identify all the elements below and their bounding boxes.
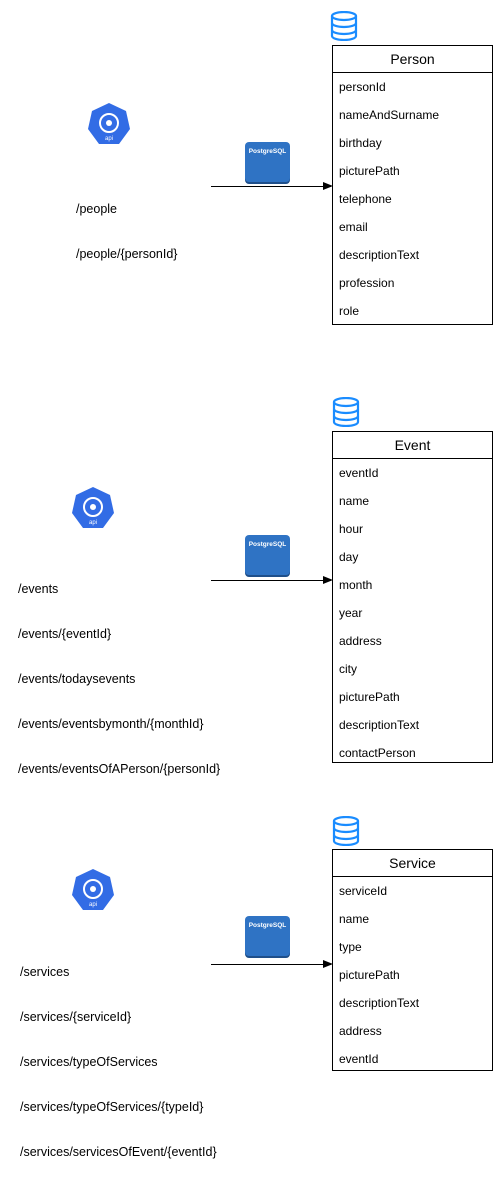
kubernetes-api-icon: api bbox=[88, 103, 130, 144]
table-event: Event eventId name hour day month year a… bbox=[332, 431, 493, 763]
table-title: Service bbox=[333, 850, 492, 877]
kubernetes-api-icon: api bbox=[72, 869, 114, 910]
route-item: /events/{eventId} bbox=[18, 627, 112, 641]
route-item: /services/typeOfServices bbox=[20, 1055, 158, 1069]
table-field: contactPerson bbox=[339, 746, 416, 760]
route-item: /events/todaysevents bbox=[18, 672, 136, 686]
kubernetes-api-icon: api bbox=[72, 487, 114, 528]
postgresql-icon: PostgreSQL bbox=[245, 142, 290, 182]
api-label: api bbox=[89, 520, 97, 526]
database-icon bbox=[332, 816, 360, 846]
route-item: /events bbox=[18, 582, 59, 596]
table-field: serviceId bbox=[339, 884, 388, 898]
table-field: eventId bbox=[339, 1052, 379, 1066]
table-field: month bbox=[339, 578, 373, 592]
table-field: day bbox=[339, 550, 359, 564]
table-service: Service serviceId name type picturePath … bbox=[332, 849, 493, 1071]
postgresql-label: PostgreSQL bbox=[248, 148, 287, 155]
route-item: /people bbox=[76, 202, 118, 216]
table-title: Event bbox=[333, 432, 492, 459]
table-field: city bbox=[339, 662, 357, 676]
route-item: /services/{serviceId} bbox=[20, 1010, 132, 1024]
postgresql-icon: PostgreSQL bbox=[245, 535, 290, 575]
table-field: year bbox=[339, 606, 363, 620]
table-field: name bbox=[339, 912, 370, 926]
table-field: name bbox=[339, 494, 370, 508]
table-field: picturePath bbox=[339, 690, 400, 704]
table-field: picturePath bbox=[339, 968, 400, 982]
route-list: /services /services/{serviceId} /service… bbox=[20, 935, 217, 1190]
api-label: api bbox=[105, 136, 113, 142]
table-field: hour bbox=[339, 522, 364, 536]
connector-arrow bbox=[211, 576, 333, 584]
table-field: address bbox=[339, 634, 382, 648]
table-field: profession bbox=[339, 276, 395, 290]
table-title: Person bbox=[333, 46, 492, 73]
connector-arrow bbox=[211, 960, 333, 968]
table-field: descriptionText bbox=[339, 718, 420, 732]
table-field: telephone bbox=[339, 192, 392, 206]
table-field: descriptionText bbox=[339, 248, 420, 262]
postgresql-label: PostgreSQL bbox=[248, 922, 287, 929]
route-list: /events /events/{eventId} /events/todays… bbox=[18, 552, 220, 807]
table-field: personId bbox=[339, 80, 386, 94]
database-icon bbox=[332, 397, 360, 427]
route-item: /events/eventsbymonth/{monthId} bbox=[18, 717, 204, 731]
route-item: /services bbox=[20, 965, 70, 979]
route-item: /events/eventsOfAPerson/{personId} bbox=[18, 762, 221, 776]
api-label: api bbox=[89, 902, 97, 908]
table-field: role bbox=[339, 304, 360, 318]
table-field: type bbox=[339, 940, 362, 954]
table-field: picturePath bbox=[339, 164, 400, 178]
postgresql-icon: PostgreSQL bbox=[245, 916, 290, 956]
table-field: descriptionText bbox=[339, 996, 420, 1010]
route-item: /services/servicesOfEvent/{eventId} bbox=[20, 1145, 217, 1159]
table-field: nameAndSurname bbox=[339, 108, 440, 122]
postgresql-label: PostgreSQL bbox=[248, 541, 287, 548]
route-list: /people /people/{personId} bbox=[76, 172, 177, 292]
route-item: /people/{personId} bbox=[76, 247, 178, 261]
database-icon bbox=[330, 11, 358, 41]
table-field: birthday bbox=[339, 136, 382, 150]
table-person: Person personId nameAndSurname birthday … bbox=[332, 45, 493, 325]
table-field: address bbox=[339, 1024, 382, 1038]
connector-arrow bbox=[211, 182, 333, 190]
route-item: /services/typeOfServices/{typeId} bbox=[20, 1100, 204, 1114]
table-field: email bbox=[339, 220, 368, 234]
table-field: eventId bbox=[339, 466, 379, 480]
